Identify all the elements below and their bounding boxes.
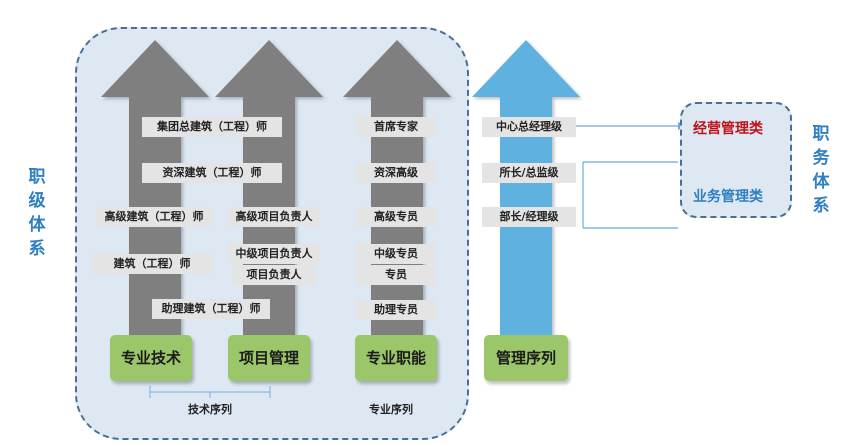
professional-sequence-caption: 专业序列	[369, 403, 413, 416]
management-level-1: 中心总经理级	[482, 117, 576, 137]
function-level-4: 中级专员	[356, 244, 436, 264]
tech-level-5: 助理建筑（工程）师	[152, 299, 270, 319]
position-system-label: 职务体系	[812, 124, 830, 216]
function-level-1: 首席专家	[356, 117, 436, 137]
rank-system-label: 职级体系	[28, 167, 46, 259]
tech-arrow	[101, 40, 209, 345]
management-arrow	[472, 40, 580, 345]
tech-level-3: 高级建筑（工程）师	[96, 207, 212, 227]
project-base-box: 项目管理	[228, 335, 310, 381]
function-level-5: 专员	[356, 265, 436, 285]
tech-sequence-caption: 技术序列	[188, 403, 232, 416]
management-level-2: 所长/总监级	[482, 163, 576, 183]
function-level-6: 助理专员	[356, 300, 436, 320]
tech-level-4: 建筑（工程）师	[92, 254, 212, 274]
function-base-box: 专业职能	[355, 335, 437, 381]
project-level-3: 项目负责人	[232, 265, 316, 285]
tech-base-box: 专业技术	[110, 335, 192, 381]
project-level-1: 高级项目负责人	[228, 207, 320, 227]
position-category-box	[680, 102, 792, 218]
function-level-2: 资深高级	[356, 163, 436, 183]
tech-level-2: 资深建筑（工程）师	[142, 163, 282, 183]
management-base-box: 管理序列	[484, 335, 568, 381]
operations-management-category: 业务管理类	[693, 189, 763, 205]
project-arrow	[215, 40, 323, 345]
project-level-2: 中级项目负责人	[228, 244, 320, 264]
management-level-3: 部长/经理级	[482, 207, 576, 227]
function-arrow	[343, 40, 451, 345]
tech-level-1: 集团总建筑（工程）师	[142, 117, 282, 137]
function-level-3: 高级专员	[356, 207, 436, 227]
business-management-category: 经营管理类	[693, 121, 763, 137]
